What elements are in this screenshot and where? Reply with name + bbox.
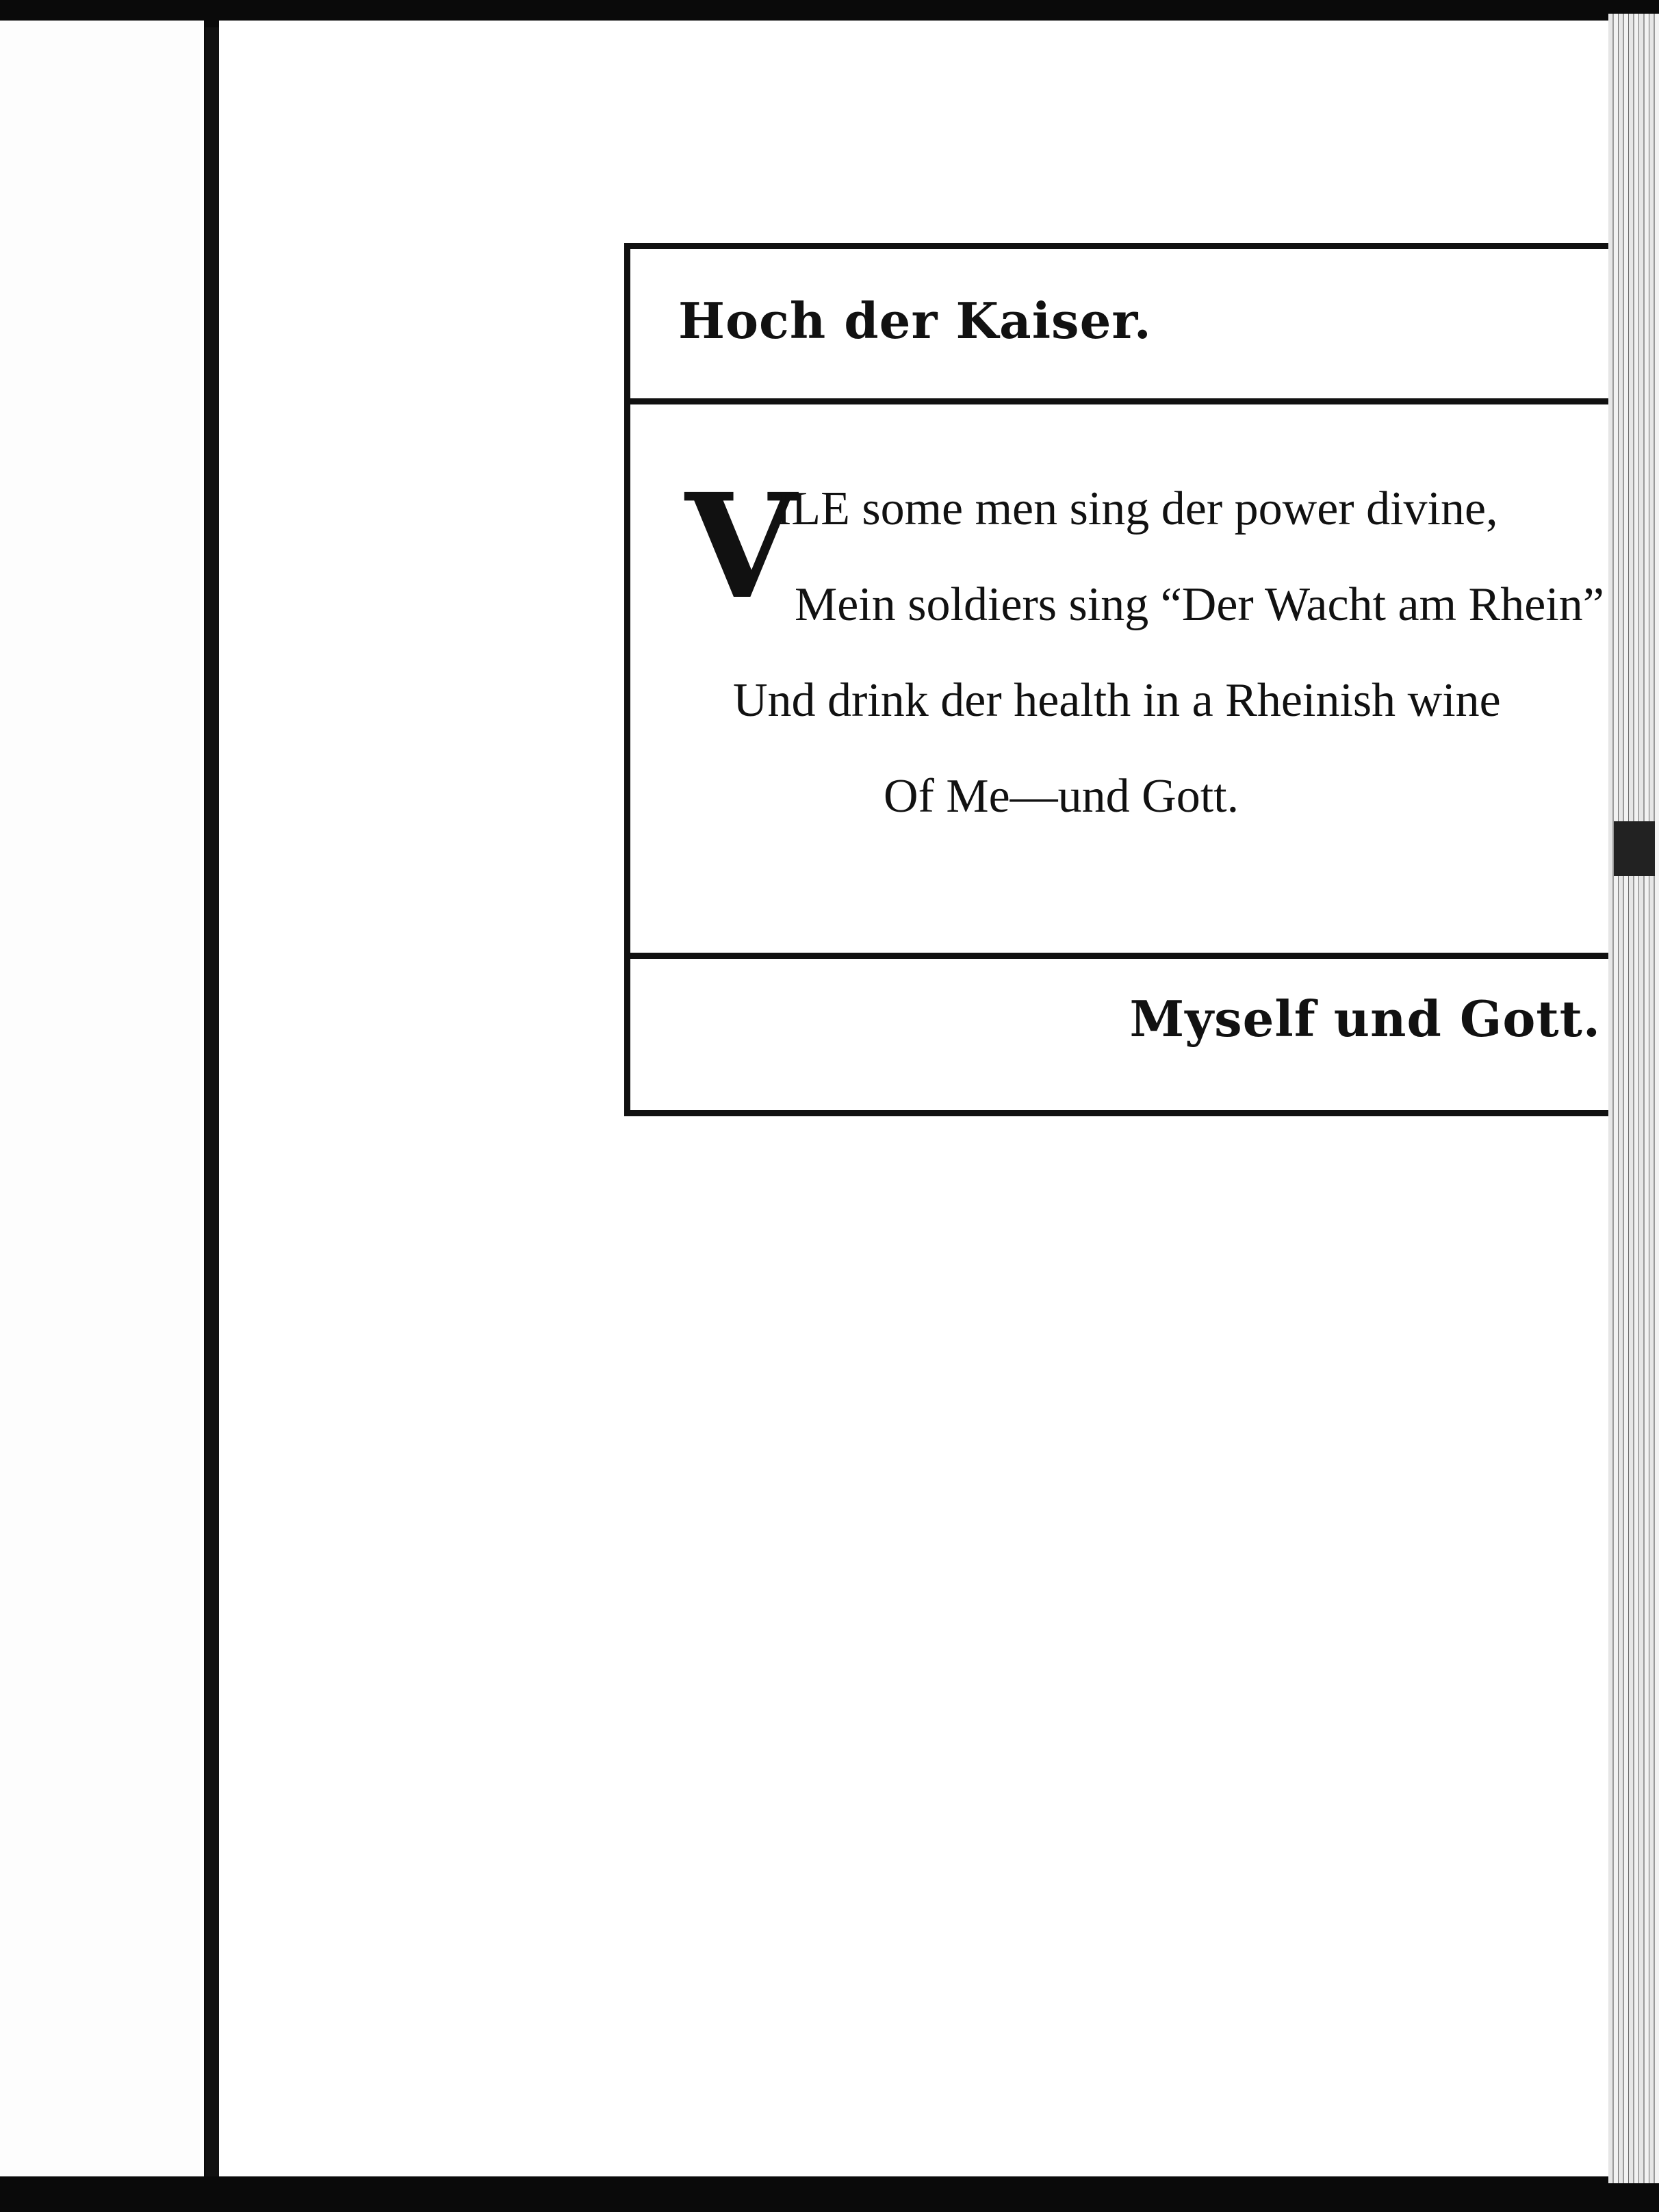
page-stack-edge bbox=[1608, 14, 1659, 2183]
verse-frame: Hoch der Kaiser. V ILE some men sing der… bbox=[624, 243, 1643, 1116]
verse-line-1: ILE some men sing der power divine, bbox=[775, 483, 1498, 535]
book-gutter bbox=[205, 27, 219, 2176]
drop-cap: V bbox=[685, 462, 797, 631]
verse-block: V ILE some men sing der power divine, Me… bbox=[630, 249, 1636, 1110]
divider-bottom bbox=[630, 953, 1636, 959]
facing-page-edge bbox=[0, 21, 204, 2176]
page: Hoch der Kaiser. V ILE some men sing der… bbox=[219, 21, 1643, 2176]
edge-mark bbox=[1614, 821, 1655, 876]
divider-top bbox=[630, 398, 1636, 404]
closing-heading: Myself und Gott. bbox=[1129, 990, 1601, 1048]
verse-line-4: Of Me—und Gott. bbox=[884, 770, 1239, 823]
verse-line-3: Und drink der health in a Rheinish wine bbox=[733, 674, 1501, 727]
page-title: Hoch der Kaiser. bbox=[678, 292, 1152, 350]
verse-line-2: Mein soldiers sing “Der Wacht am Rhein” bbox=[795, 578, 1604, 631]
